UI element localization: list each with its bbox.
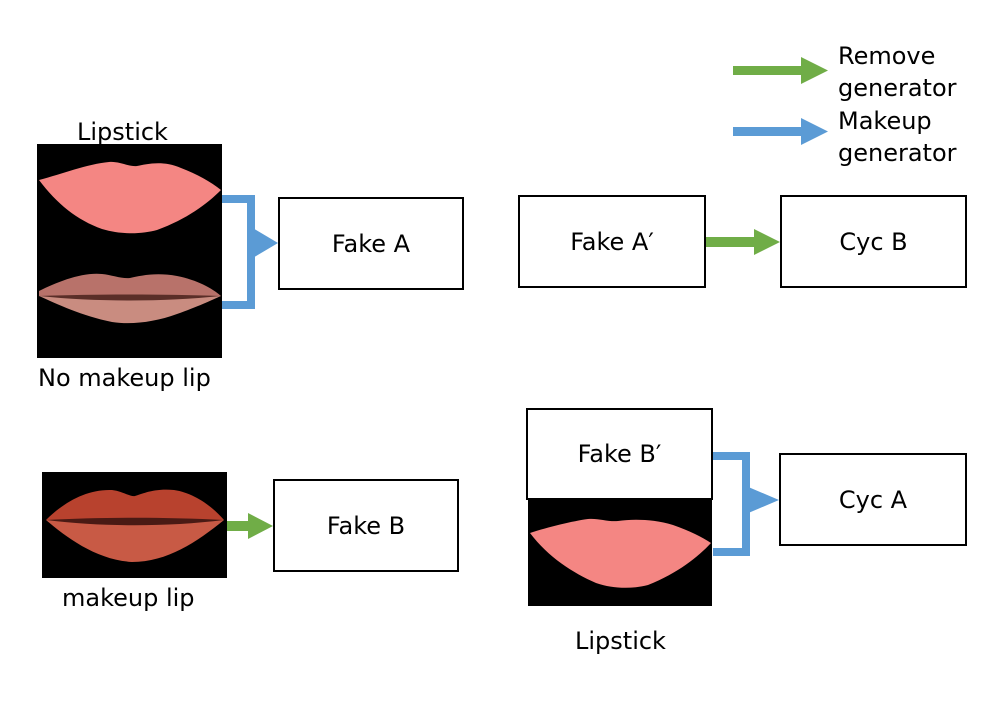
fake-a-label: Fake A	[331, 229, 411, 258]
bottom-lipstick-swatch	[530, 518, 711, 588]
cyc-a-box: Cyc A	[779, 453, 967, 546]
fake-a-prime-label: Fake A′	[570, 227, 654, 256]
cyc-b-label: Cyc B	[839, 227, 908, 256]
legend-makeup-label-2: generator	[838, 139, 957, 167]
lipstick-and-no-makeup-lip-image	[37, 144, 222, 358]
makeup-bracket-to-cyc-a	[713, 452, 779, 556]
remove-arrow-fake-a-prime-to-cyc-b	[706, 229, 780, 255]
bottom-lipstick-swatch-svg	[530, 518, 711, 588]
legend-remove-label-1: Remove	[838, 42, 936, 70]
no-makeup-lip-label: No makeup lip	[38, 364, 211, 392]
no-makeup-lip	[39, 273, 221, 324]
remove-generator-legend-arrow	[733, 57, 828, 84]
legend-makeup-label-1: Makeup	[838, 107, 932, 135]
makeup-lip-shape	[46, 489, 224, 562]
fake-a-box: Fake A	[278, 197, 464, 290]
makeup-lip-image	[42, 472, 227, 578]
top-lipstick-label: Lipstick	[77, 118, 168, 146]
fake-b-label: Fake B	[326, 511, 406, 540]
fake-a-prime-box: Fake A′	[518, 195, 706, 288]
remove-arrow-makeup-lip-to-fake-b	[227, 513, 273, 539]
bottom-lipstick-label: Lipstick	[575, 627, 666, 655]
fake-b-box: Fake B	[273, 479, 459, 572]
lipstick-swatch	[39, 161, 221, 234]
cyc-a-label: Cyc A	[838, 485, 908, 514]
makeup-generator-legend-arrow	[733, 118, 828, 145]
fake-b-prime-label: Fake B′	[577, 440, 662, 468]
fake-b-prime-box: Fake B′	[526, 408, 713, 500]
bottom-lipstick-image	[528, 497, 712, 606]
lip-shapes	[39, 161, 221, 324]
legend-remove-label-2: generator	[838, 74, 957, 102]
cyc-b-box: Cyc B	[780, 195, 967, 288]
makeup-bracket-to-fake-a	[222, 195, 278, 309]
makeup-lip-label: makeup lip	[62, 584, 195, 612]
